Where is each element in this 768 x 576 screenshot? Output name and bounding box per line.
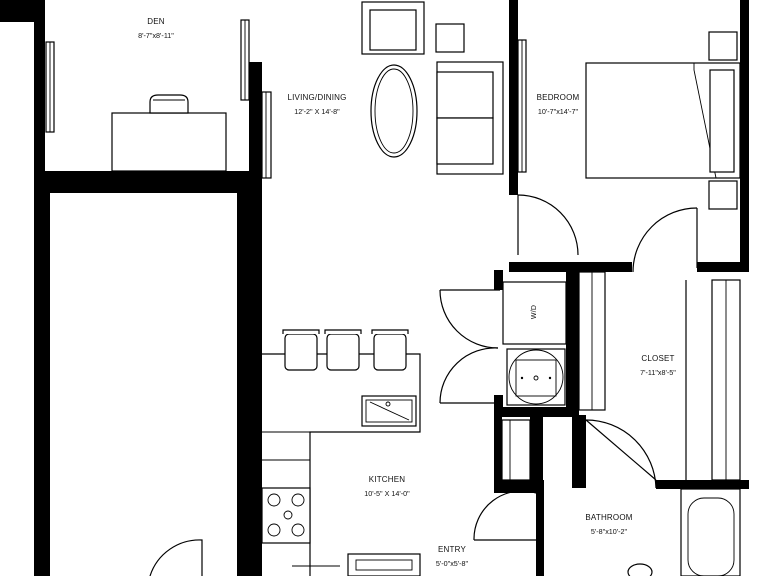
wall-corridor-left xyxy=(34,171,50,576)
dining-table xyxy=(370,64,418,158)
wall-den-left xyxy=(34,0,45,192)
desk xyxy=(111,112,227,172)
closet-dims: 7'-11"x8'-5" xyxy=(640,368,676,377)
kitchen-island xyxy=(262,353,421,576)
bathroom-name: BATHROOM xyxy=(585,513,632,522)
wall-bedroom-bottom-b xyxy=(697,262,749,272)
bedroom-dims: 10'-7"x14'-7" xyxy=(538,107,579,116)
wall-pantry-mid xyxy=(530,415,543,493)
entry-name: ENTRY xyxy=(438,545,466,554)
den-dims: 8'-7"x8'-11" xyxy=(138,31,174,40)
bathroom-dims: 5'-8"x10'-2" xyxy=(591,527,628,536)
wall-wd-left-upper xyxy=(494,270,503,290)
den-furniture xyxy=(111,94,227,172)
cooktop xyxy=(261,487,311,544)
wall-den-bottom xyxy=(34,171,262,193)
refrigerator xyxy=(347,553,421,576)
nightstand-bottom xyxy=(708,180,738,210)
living-name: LIVING/DINING xyxy=(287,93,346,102)
wall-bath-left xyxy=(536,480,544,576)
wall-wd-bottom xyxy=(494,407,579,417)
interior-lines xyxy=(501,271,741,481)
dryer xyxy=(502,281,567,345)
kitchen-dims: 10'-5" X 14'-0" xyxy=(364,489,410,498)
closet-name: CLOSET xyxy=(641,354,674,363)
kitchen-name: KITCHEN xyxy=(369,475,406,484)
door-corridor xyxy=(149,539,203,576)
desk-chair xyxy=(149,94,189,114)
entry-dims: 5'-0"x5'-8" xyxy=(436,559,469,568)
toilet xyxy=(627,563,653,576)
den-name: DEN xyxy=(147,17,165,26)
wall-left-top xyxy=(0,0,45,22)
bedroom-furniture xyxy=(585,31,741,210)
wall-bedroom-right xyxy=(740,0,749,272)
living-furniture xyxy=(361,1,504,175)
window-living xyxy=(261,91,272,179)
side-table-living xyxy=(435,23,465,53)
living-dims: 12'-2" X 14'-8" xyxy=(294,107,340,116)
doors xyxy=(149,194,698,576)
walls xyxy=(0,0,749,576)
wall-corridor-right xyxy=(237,171,262,576)
wall-den-right xyxy=(249,62,262,192)
pantry-shelf xyxy=(501,419,531,481)
wall-bedroom-left xyxy=(509,0,518,195)
wall-pantry-left xyxy=(494,415,502,490)
wall-wd-right xyxy=(566,272,579,417)
wall-entry-top xyxy=(494,480,543,493)
wall-bath-top xyxy=(656,480,749,489)
washer-dryer: W/D xyxy=(502,281,567,406)
windows xyxy=(45,19,527,179)
bar-stools xyxy=(282,329,409,371)
nightstand-top xyxy=(708,31,738,61)
room-labels: DEN 8'-7"x8'-11" LIVING/DINING 12'-2" X … xyxy=(138,17,676,568)
door-bathroom xyxy=(585,419,657,481)
bathtub xyxy=(680,488,741,576)
bedroom-name: BEDROOM xyxy=(537,93,580,102)
wall-bedroom-bottom-a xyxy=(509,262,632,272)
bathroom-fixtures xyxy=(627,488,741,576)
pillow xyxy=(709,69,735,173)
wd-label: W/D xyxy=(531,305,538,319)
wall-pantry-right xyxy=(572,415,586,488)
wall-wd-left-lower xyxy=(494,395,503,415)
kitchen-furniture xyxy=(261,329,421,576)
